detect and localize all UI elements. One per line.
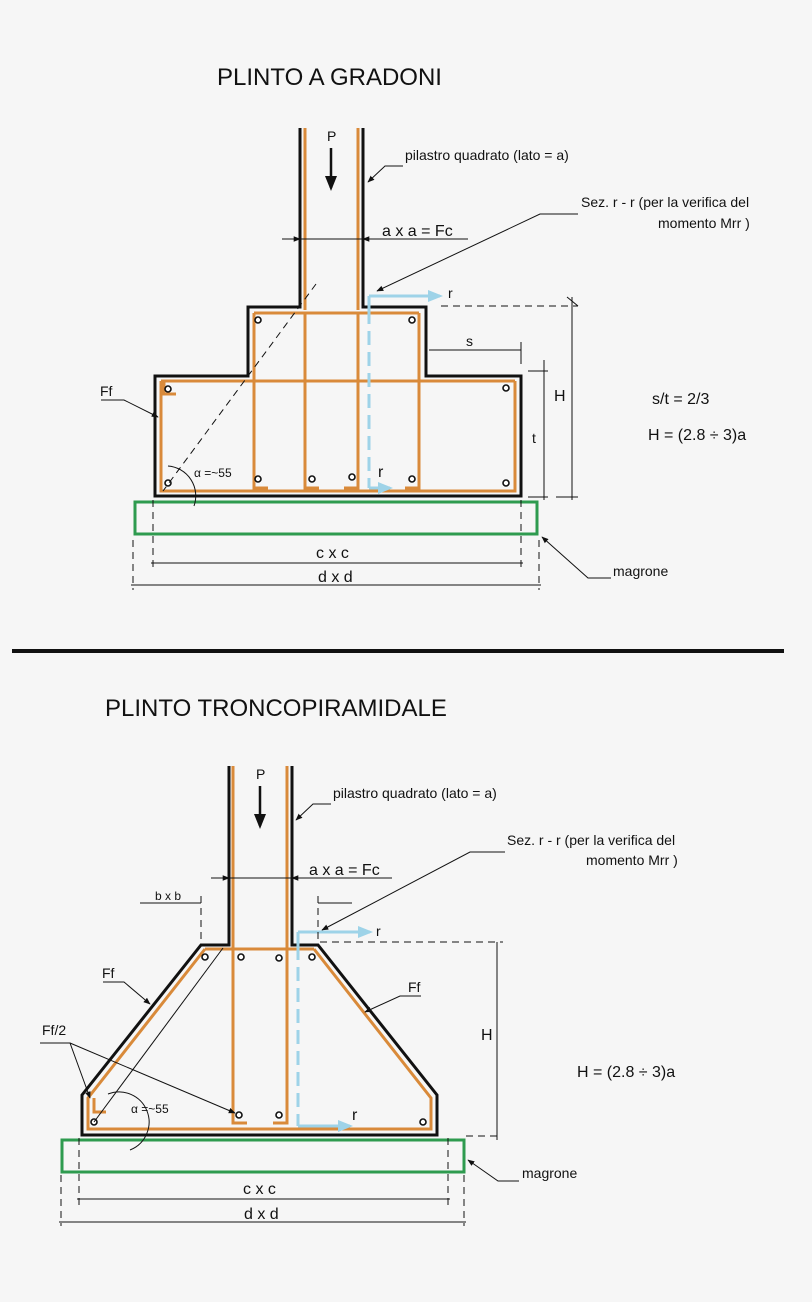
ff-half-label: Ff/2 — [42, 1022, 66, 1038]
alpha-arc-2 — [107, 1091, 150, 1151]
pillar-label: pilastro quadrato (lato = a) — [405, 147, 569, 163]
ff-half-leader-2 — [69, 1042, 236, 1114]
rebar-cage-2 — [86, 766, 433, 1131]
pillar-label-2: pilastro quadrato (lato = a) — [333, 785, 497, 801]
ff-left-label: Ff — [102, 965, 115, 981]
section-label-2-line2: momento Mrr ) — [586, 852, 678, 868]
frustum-footing-title: PLINTO TRONCOPIRAMIDALE — [105, 695, 447, 722]
load-spread-line — [162, 283, 317, 492]
stepped-footing-outline — [153, 128, 523, 498]
section-r-r — [367, 290, 443, 494]
alpha-label: α =~55 — [194, 466, 232, 480]
pillar-leader-2 — [295, 803, 331, 821]
frustum-footing-diagram: PLINTO TRONCOPIRAMIDALE P — [40, 695, 678, 1226]
section-leader — [376, 213, 578, 292]
section-label-line2: momento Mrr ) — [658, 215, 750, 231]
c-label: c x c — [316, 545, 349, 562]
section-r-r-2 — [296, 926, 373, 1132]
section-mark-bottom: r — [378, 464, 384, 481]
ff-right-label: Ff — [408, 979, 421, 995]
rebar-cage — [159, 128, 517, 493]
stepped-footing-title: PLINTO A GRADONI — [217, 64, 442, 91]
t-label: t — [532, 430, 536, 446]
lean-concrete-layer-2 — [60, 1138, 466, 1174]
lean-label: magrone — [613, 563, 668, 579]
ff-right-leader — [364, 995, 421, 1013]
h-formula: H = (2.8 ÷ 3)a — [648, 427, 746, 444]
column-area-label-2: a x a = Fc — [309, 862, 380, 879]
ff-half-leader-1 — [40, 1042, 91, 1099]
load-label: P — [327, 128, 336, 144]
stepped-footing-diagram: PLINTO A GRADONI P — [100, 64, 750, 590]
section-mark-top-2: r — [376, 923, 381, 939]
section-leader-2 — [321, 851, 505, 931]
d-label: d x d — [318, 569, 353, 586]
c-label-2: c x c — [243, 1181, 276, 1198]
alpha-arc — [167, 465, 197, 507]
lean-label-2: magrone — [522, 1165, 577, 1181]
lean-leader — [541, 536, 611, 579]
ff-left-leader — [103, 981, 151, 1005]
alpha-label-2: α =~55 — [131, 1102, 169, 1116]
load-spread-line-2 — [93, 947, 224, 1123]
frustum-footing-outline — [80, 766, 439, 1137]
lean-leader-2 — [467, 1159, 519, 1182]
d-label-2: d x d — [244, 1206, 279, 1223]
h-label: H — [554, 388, 566, 405]
rebar-dots-2 — [90, 953, 427, 1126]
b-label: b x b — [155, 889, 181, 903]
load-label-2: P — [256, 766, 265, 782]
section-label-line1: Sez. r - r (per la verifica del — [581, 194, 749, 210]
h-label-2: H — [481, 1027, 493, 1044]
pillar-leader — [367, 165, 403, 183]
s-label: s — [466, 333, 473, 349]
section-label-2-line1: Sez. r - r (per la verifica del — [507, 832, 675, 848]
ff-label: Ff — [100, 383, 113, 399]
ratio-formula: s/t = 2/3 — [652, 391, 709, 408]
section-mark-top: r — [448, 285, 453, 301]
lean-concrete-layer — [133, 500, 539, 536]
h-formula-2: H = (2.8 ÷ 3)a — [577, 1064, 675, 1081]
section-mark-bottom-2: r — [352, 1107, 358, 1124]
ff-leader — [101, 399, 159, 418]
rebar-dots — [164, 316, 510, 487]
column-area-label: a x a = Fc — [382, 223, 453, 240]
